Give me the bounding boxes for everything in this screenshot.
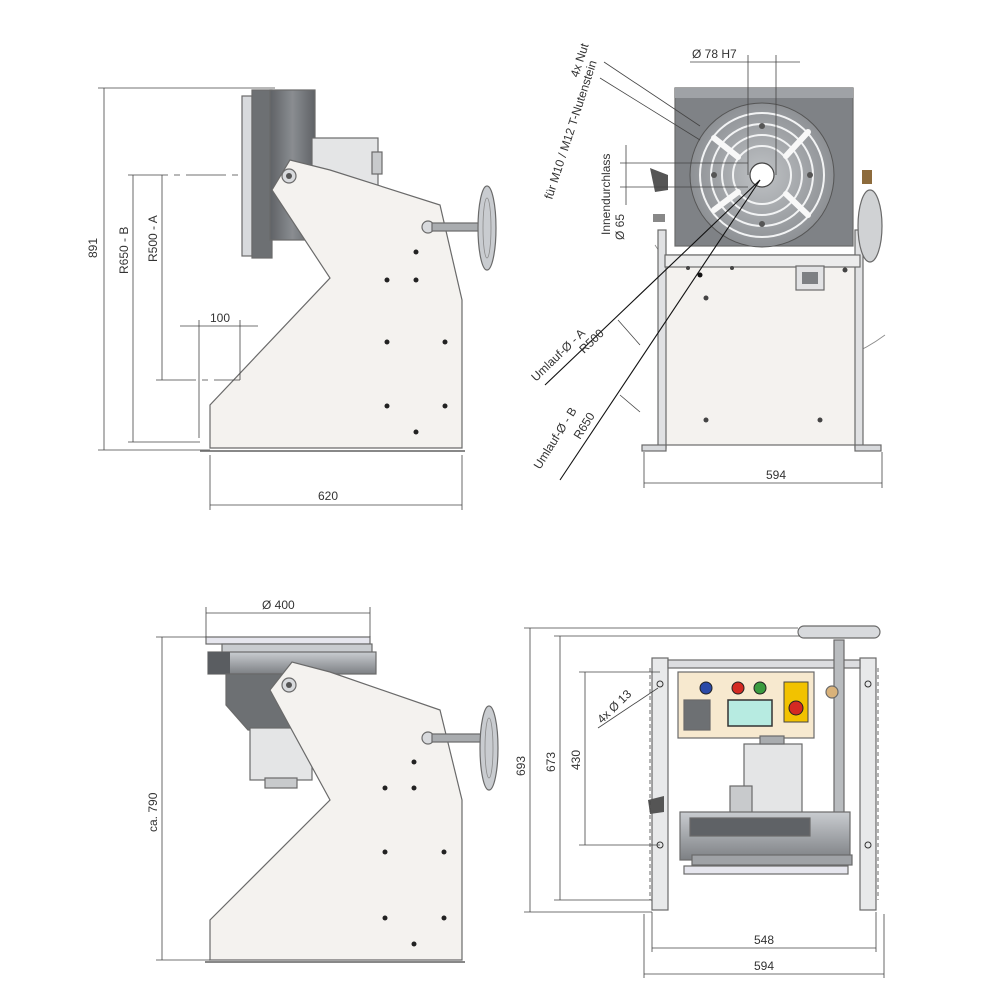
- dim-width-594-top: 594: [766, 468, 786, 482]
- dim-width-620: 620: [318, 489, 338, 503]
- table-disc: [205, 636, 371, 645]
- frame-bolts: [686, 266, 848, 423]
- dim-r650-b: R650 - B: [117, 227, 131, 274]
- label-innendurchlass: Innendurchlass: [599, 154, 613, 235]
- frame-bolts: [384, 249, 448, 435]
- crossbar: [664, 254, 861, 268]
- button-blue: [699, 681, 713, 695]
- table-holes: [711, 123, 813, 227]
- clamp-lever: [650, 168, 668, 192]
- crank-shaft: [431, 222, 481, 232]
- dim-548: 548: [754, 933, 774, 947]
- base-foot-left: [641, 444, 667, 452]
- top-view-bottom: 693 673 430 4x Ø 13 548 594: [514, 625, 885, 978]
- side-view-bottom: Ø 400 ca. 790: [146, 598, 499, 963]
- crank-rod: [833, 639, 845, 821]
- faceplate-disc: [241, 95, 253, 257]
- crank-shaft: [431, 733, 483, 743]
- dim-bore-78: Ø 78 H7: [692, 47, 737, 61]
- label-umlauf-a: Umlauf-Ø - A: [528, 326, 588, 384]
- dim-table-400: Ø 400: [262, 598, 295, 612]
- side-handwheel: [857, 189, 883, 263]
- display-screen: [727, 699, 773, 727]
- dim-offset-100: 100: [210, 311, 230, 325]
- handwheel: [479, 705, 499, 791]
- frame-body: [209, 159, 463, 449]
- dim-height-790: ca. 790: [146, 792, 160, 832]
- dim-430: 430: [569, 750, 583, 770]
- motor-block: [743, 743, 803, 815]
- frame-panel: [664, 254, 861, 446]
- frame-top-rail: [667, 659, 861, 669]
- dim-height-891: 891: [86, 238, 100, 258]
- t-slots: [711, 129, 811, 218]
- dim-673: 673: [544, 752, 558, 772]
- front-view-top: Ø 78 H7 4x Nut für M10 / M12 T-Nutenstei…: [528, 41, 886, 488]
- dim-594-bottom: 594: [754, 959, 774, 973]
- handwheel: [477, 185, 497, 271]
- side-view-top: 891 R650 - B R500 - A 100 620: [86, 87, 497, 510]
- base-foot-right: [854, 444, 882, 452]
- frame-body: [209, 661, 463, 961]
- dim-r500-a: R500 - A: [146, 215, 160, 262]
- faceplate-hub: [251, 89, 273, 259]
- button-green: [753, 681, 767, 695]
- frame-right-leg: [859, 657, 877, 911]
- top-handwheel: [797, 625, 881, 639]
- frame-left-leg: [651, 657, 669, 911]
- inner-bore: [749, 162, 775, 188]
- label-inner-65: Ø 65: [613, 214, 627, 240]
- frame-bolts: [382, 759, 447, 947]
- label-t-nut: für M10 / M12 T-Nutenstein: [542, 59, 600, 201]
- button-red: [731, 681, 745, 695]
- table-disc: [683, 865, 849, 875]
- dim-693: 693: [514, 756, 528, 776]
- motor-cap: [371, 151, 383, 175]
- dim-holes-13: 4x Ø 13: [594, 687, 634, 726]
- emergency-stop-button: [788, 700, 804, 716]
